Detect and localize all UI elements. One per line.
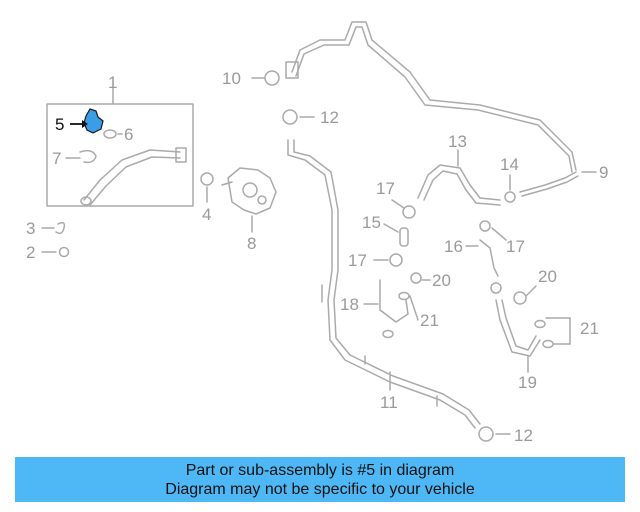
- callout-2: 2: [26, 243, 35, 262]
- clamp-part-10: [264, 70, 280, 86]
- callout-20-left: 20: [432, 271, 451, 290]
- hose-part-16: [479, 239, 499, 277]
- thermostat-housing-part-8: [221, 167, 277, 215]
- callout-8: 8: [247, 234, 256, 253]
- leader-21-left: [409, 295, 419, 321]
- pipe-part-19: [495, 299, 541, 357]
- clamp-part-4: [200, 172, 214, 186]
- callout-1: 1: [108, 73, 117, 92]
- pipe-part-11: [287, 139, 481, 429]
- callout-13: 13: [448, 132, 467, 151]
- callout-17-mid: 17: [348, 251, 367, 270]
- oring-part-21-b: [382, 329, 394, 339]
- callout-11: 11: [380, 393, 398, 412]
- oring-part-2: [58, 246, 70, 258]
- hose-assembly-part-1: [80, 147, 187, 206]
- part-5-shape[interactable]: [83, 108, 104, 134]
- clip-part-7: [79, 149, 97, 164]
- callout-6: 6: [124, 125, 133, 144]
- clamp-part-14: [504, 191, 516, 203]
- callout-16: 16: [444, 237, 463, 256]
- leader-15: [383, 223, 399, 233]
- hose-part-18: [379, 279, 409, 323]
- callout-14: 14: [500, 155, 519, 174]
- callout-3: 3: [26, 219, 35, 238]
- assembly-1-box: [46, 103, 194, 207]
- clamp-part-17-right-top: [479, 220, 491, 232]
- oring-part-21-a: [398, 291, 410, 301]
- oring-part-21-c: [534, 319, 546, 329]
- banner-line-1: Part or sub-assembly is #5 in diagram: [185, 461, 455, 479]
- callout-20-right: 20: [538, 267, 557, 286]
- callout-21-left: 21: [420, 311, 439, 330]
- oring-part-21-d: [542, 339, 554, 349]
- callout-12-top: 12: [320, 108, 339, 127]
- callout-18: 18: [340, 295, 359, 314]
- hose-part-15: [399, 227, 409, 247]
- highlighted-part-5[interactable]: [83, 108, 104, 134]
- callout-17-right: 17: [506, 237, 525, 256]
- callout-7: 7: [52, 149, 61, 168]
- clamp-part-17-right-low: [490, 282, 502, 294]
- clamp-part-17-top: [402, 205, 416, 219]
- callout-19: 19: [518, 373, 537, 392]
- clamp-part-12-top: [282, 109, 298, 125]
- hose-part-13: [417, 164, 501, 206]
- callout-4: 4: [202, 205, 211, 224]
- callout-21-right: 21: [580, 319, 599, 338]
- upper-hose-part-9: [285, 21, 579, 197]
- leader-20-right: [525, 285, 537, 297]
- callout-5: 5: [55, 115, 64, 134]
- clamp-part-17-mid: [389, 253, 403, 267]
- leader-17-top: [391, 199, 405, 209]
- callout-15: 15: [362, 213, 381, 232]
- fitting-part-20-left: [410, 272, 422, 284]
- callout-10: 10: [222, 69, 241, 88]
- fitting-part-20-right: [513, 291, 527, 305]
- callout-17-top: 17: [376, 179, 395, 198]
- banner-line-2: Diagram may not be specific to your vehi…: [165, 480, 475, 498]
- leader-17-right: [491, 227, 507, 241]
- clamp-part-12-bottom: [478, 426, 494, 442]
- hose-part-3: [55, 221, 66, 235]
- callout-12-bottom: 12: [514, 426, 533, 445]
- leader-5-arrowhead: [82, 120, 88, 128]
- oring-part-6: [103, 129, 117, 139]
- callout-9: 9: [599, 163, 608, 182]
- info-banner: Part or sub-assembly is #5 in diagram Di…: [15, 457, 625, 502]
